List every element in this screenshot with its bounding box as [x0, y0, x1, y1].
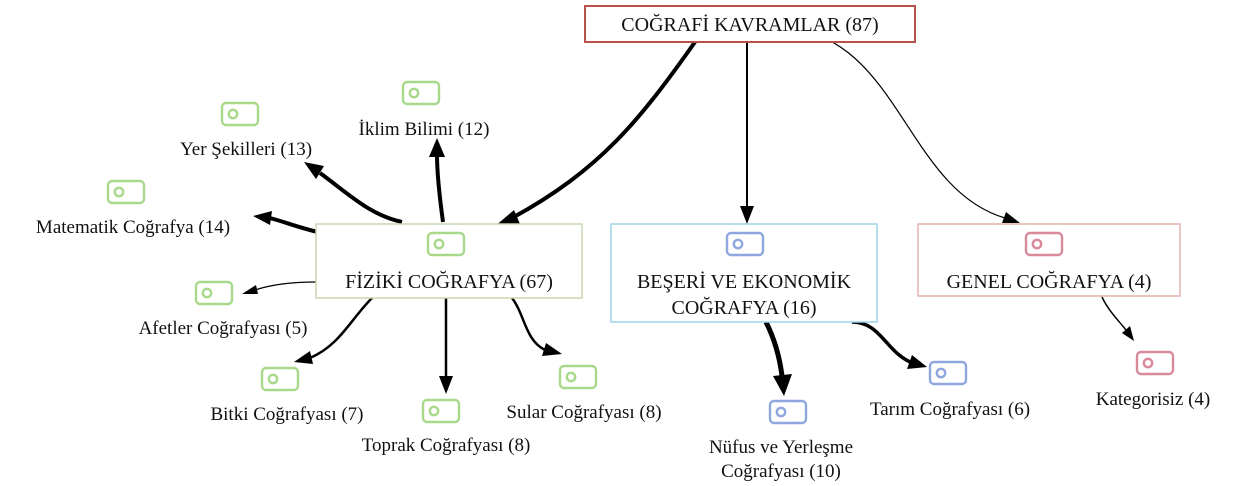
leaf-label-sular: Sular Coğrafyası (8) — [506, 402, 661, 423]
tag-icon — [106, 179, 146, 205]
leaf-node-matematik[interactable]: Matematik Coğrafya (14) — [36, 179, 230, 238]
edge-fiziki-iklim — [435, 154, 445, 223]
edges — [242, 29, 1134, 396]
edge-fiziki-matematik — [269, 216, 319, 234]
tag-icon — [1135, 350, 1175, 376]
leaf-label-tarim: Tarım Coğrafyası (6) — [870, 399, 1030, 420]
category-label-beseri-line1: BEŞERİ VE EKONOMİK — [637, 270, 852, 293]
arrowhead-fiziki — [494, 210, 520, 227]
arrowhead-afetler — [242, 285, 258, 294]
category-label-genel: GENEL COĞRAFYA (4) — [947, 270, 1152, 293]
category-node-fiziki[interactable]: FİZİKİ COĞRAFYA (67) — [315, 223, 583, 299]
leaf-node-tarim[interactable]: Tarım Coğrafyası (6) — [870, 360, 1030, 420]
leaf-label-bitki: Bitki Coğrafyası (7) — [210, 404, 363, 425]
leaf-node-toprak[interactable]: Toprak Coğrafyası (8) — [362, 398, 531, 456]
tag-icon — [426, 231, 466, 257]
root-label: COĞRAFİ KAVRAMLAR (87) — [621, 13, 878, 36]
arrowhead-genel — [1002, 212, 1020, 223]
root-node[interactable]: COĞRAFİ KAVRAMLAR (87) — [584, 5, 916, 43]
leaf-node-bitki[interactable]: Bitki Coğrafyası (7) — [210, 366, 364, 425]
arrowhead-matematik — [253, 211, 272, 225]
tag-icon — [401, 80, 441, 106]
leaf-label-toprak: Toprak Coğrafyası (8) — [362, 435, 531, 456]
edge-fiziki-bitki — [309, 297, 373, 360]
tag-icon — [421, 398, 461, 424]
tag-icon — [1024, 231, 1064, 257]
category-node-genel[interactable]: GENEL COĞRAFYA (4) — [917, 223, 1181, 297]
edge-beseri-tarim — [851, 320, 911, 364]
arrowhead-bitki — [294, 351, 313, 364]
tag-icon — [194, 280, 234, 306]
leaf-label-nufus-line1: Nüfus ve Yerleşme — [709, 437, 853, 458]
edge-beseri-nufus — [763, 320, 785, 377]
tag-icon — [768, 399, 808, 425]
arrowhead-sular — [542, 343, 562, 356]
edge-fiziki-afetler — [254, 281, 317, 291]
leaf-label-kategorisiz: Kategorisiz (4) — [1096, 389, 1210, 410]
leaf-node-sular[interactable]: Sular Coğrafyası (8) — [506, 364, 662, 423]
arrowhead-yer — [304, 162, 324, 179]
tag-icon — [558, 364, 598, 390]
leaf-node-nufus[interactable]: Nüfus ve Yerleşme Coğrafyası (10) — [709, 399, 853, 482]
leaf-node-iklim[interactable]: İklim Bilimi (12) — [359, 80, 490, 140]
tag-icon — [928, 360, 968, 386]
tag-icon — [220, 101, 260, 127]
tag-icon — [725, 231, 765, 257]
leaf-label-afetler: Afetler Coğrafyası (5) — [139, 318, 308, 339]
edge-root-fiziki — [511, 40, 697, 220]
category-label-fiziki: FİZİKİ COĞRAFYA (67) — [345, 270, 553, 293]
leaf-node-afetler[interactable]: Afetler Coğrafyası (5) — [139, 280, 308, 339]
leaf-node-yer[interactable]: Yer Şekilleri (13) — [180, 101, 312, 160]
arrowhead-tarim — [907, 355, 927, 369]
tag-icon — [260, 366, 300, 392]
edge-genel-kategorisiz — [1101, 296, 1127, 331]
leaf-label-iklim: İklim Bilimi (12) — [359, 119, 490, 140]
arrowhead-iklim — [429, 138, 445, 157]
arrowhead-toprak — [439, 376, 453, 394]
arrowhead-nufus — [773, 374, 792, 396]
arrowhead-beseri — [740, 206, 754, 224]
leaf-node-kategorisiz[interactable]: Kategorisiz (4) — [1096, 350, 1210, 410]
edge-fiziki-sular — [510, 297, 546, 352]
leaf-label-matematik: Matematik Coğrafya (14) — [36, 217, 230, 238]
edge-root-genel — [799, 29, 1006, 219]
edge-fiziki-yer — [318, 171, 403, 224]
leaf-label-nufus-line2: Coğrafyası (10) — [721, 461, 841, 482]
arrowhead-kategorisiz — [1122, 326, 1134, 341]
category-node-beseri[interactable]: BEŞERİ VE EKONOMİK COĞRAFYA (16) — [610, 223, 878, 323]
leaf-label-yer: Yer Şekilleri (13) — [180, 139, 312, 160]
category-label-beseri-line2: COĞRAFYA (16) — [671, 296, 816, 319]
